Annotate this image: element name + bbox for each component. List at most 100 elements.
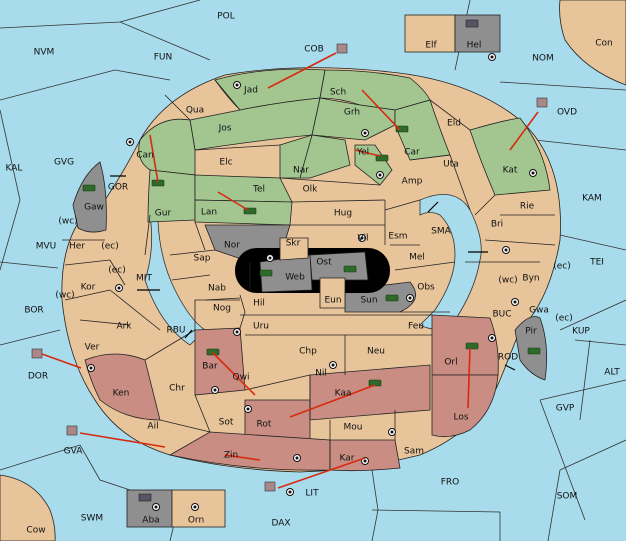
label-jos: Jos (218, 124, 232, 134)
fleet-unit-icon (536, 97, 548, 108)
label-sch: Sch (330, 88, 346, 98)
province-skr[interactable] (279, 237, 309, 261)
order-arrows (41, 52, 539, 489)
fleet-unit-icon (336, 43, 348, 54)
label-gvp: GVP (556, 404, 575, 414)
label-los: Los (453, 413, 468, 423)
label-skr: Skr (286, 239, 301, 249)
label-mel: Mel (409, 253, 425, 263)
sea-rbu-inner[interactable] (144, 213, 206, 346)
label-ver: Ver (85, 343, 100, 353)
label-can: Can (136, 151, 154, 161)
label-fun: FUN (154, 53, 173, 63)
province-kat[interactable] (469, 117, 551, 196)
fleet-unit-icon (465, 19, 479, 28)
province-elf[interactable] (404, 14, 456, 53)
label-jad: Jad (243, 86, 258, 96)
label-alt: ALT (604, 368, 620, 378)
label-ken: Ken (113, 389, 130, 399)
label-rbu: RBU (166, 326, 185, 336)
label-som: SOM (557, 492, 578, 502)
label-rod: ROD (498, 353, 518, 363)
label-mou: Mou (344, 423, 363, 433)
label-bor: BOR (24, 306, 43, 316)
army-unit-icon (82, 184, 96, 192)
label-fro: FRO (441, 478, 460, 488)
label-ark: Ark (116, 322, 132, 332)
label-sma: SMA (431, 227, 451, 237)
label-kor: Kor (81, 283, 96, 293)
label-wc-gaw: (wc) (58, 217, 77, 227)
label-ec-byn: (ec) (553, 262, 571, 272)
label-nog: Nog (213, 304, 231, 314)
province-sch[interactable] (319, 69, 431, 111)
label-lan: Lan (201, 208, 217, 218)
label-uta: Uta (443, 160, 459, 170)
province-los[interactable] (431, 374, 499, 438)
label-nvm: NVM (34, 48, 55, 58)
label-elf: Elf (425, 41, 437, 51)
label-ovd: OVD (557, 108, 577, 118)
label-hug: Hug (334, 209, 352, 219)
fleet-unit-icon (264, 481, 276, 492)
label-chr: Chr (169, 384, 185, 394)
label-rie: Rie (520, 202, 535, 212)
label-chp: Chp (299, 347, 317, 357)
label-byn: Byn (522, 274, 539, 284)
army-unit-icon (368, 379, 382, 387)
province-can[interactable] (138, 118, 196, 176)
province-kar[interactable] (329, 439, 401, 472)
supply-centers (87, 53, 537, 511)
label-her: Her (69, 242, 85, 252)
label-kal: KAL (6, 164, 23, 174)
fleet-unit-icon (31, 348, 43, 359)
label-orn: Orn (188, 516, 204, 526)
label-tei: TEI (589, 258, 604, 268)
province-rot[interactable] (244, 399, 311, 441)
label-wc-byn: (wc) (498, 276, 517, 286)
army-unit-icon (385, 294, 399, 302)
province-ost[interactable] (309, 251, 369, 281)
land-borders (62, 79, 556, 470)
label-bar: Bar (202, 362, 218, 372)
province-tel[interactable] (194, 174, 293, 203)
label-nor: Nor (224, 241, 240, 251)
label-vil: Vil (358, 234, 369, 244)
province-orl[interactable] (431, 314, 499, 376)
label-gaw: Gaw (84, 203, 104, 213)
label-lit: LIT (305, 489, 319, 499)
army-unit-icon (465, 342, 479, 350)
fleet-unit-icon (138, 493, 152, 502)
label-nil: Nil (315, 369, 327, 379)
province-kaa[interactable] (309, 364, 431, 421)
label-nab: Nab (208, 284, 226, 294)
label-olk: Olk (303, 185, 319, 195)
province-ken[interactable] (84, 353, 161, 421)
label-amp: Amp (402, 177, 423, 187)
label-aba: Aba (142, 516, 159, 526)
province-gaw[interactable] (72, 161, 107, 233)
label-buc: BUC (492, 310, 511, 320)
province-con[interactable] (559, 0, 626, 86)
label-zin: Zin (224, 451, 238, 461)
label-gvg: GVG (54, 158, 74, 168)
label-obs: Obs (417, 283, 435, 293)
label-cob: COB (304, 45, 324, 55)
label-feu: Feu (408, 322, 424, 332)
province-eun[interactable] (319, 277, 346, 309)
label-sam: Sam (404, 447, 424, 457)
label-gor: GOR (108, 183, 128, 193)
army-unit-icon (259, 269, 273, 277)
label-kup: KUP (572, 327, 590, 337)
label-dor: DOR (28, 372, 48, 382)
label-qua: Qua (186, 106, 204, 116)
province-cow[interactable] (0, 474, 56, 541)
label-web: Web (285, 273, 305, 283)
label-orl: Orl (444, 358, 457, 368)
label-gur: Gur (155, 209, 172, 219)
label-ec-gwa: (ec) (555, 314, 573, 324)
army-unit-icon (395, 125, 409, 133)
label-bri: Bri (491, 220, 503, 230)
label-wc-kor: (wc) (55, 291, 74, 301)
